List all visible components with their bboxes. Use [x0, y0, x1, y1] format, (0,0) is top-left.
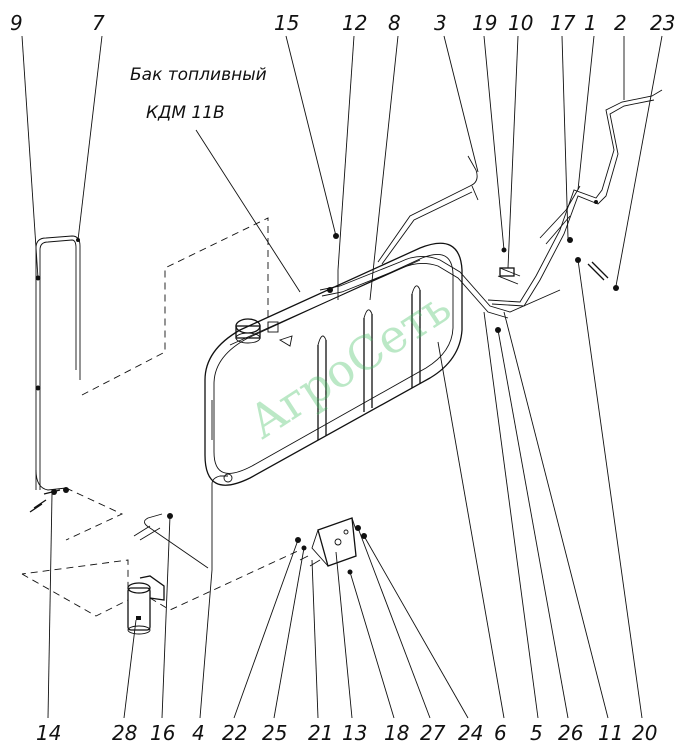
label-12: 12	[342, 11, 367, 35]
fuel-lines-right	[319, 89, 663, 333]
label-25: 25	[262, 721, 287, 745]
fuel-tank	[204, 242, 463, 486]
top-labels: 9 7 15 12 8 3 19 10 17 1 2 23	[10, 11, 675, 35]
mounting-bracket	[295, 517, 367, 575]
label-15: 15	[274, 11, 299, 35]
label-10: 10	[508, 11, 533, 35]
label-20: 20	[632, 721, 657, 745]
label-7: 7	[92, 11, 105, 35]
label-26: 26	[558, 721, 583, 745]
label-24: 24	[458, 721, 483, 745]
label-8: 8	[388, 11, 401, 35]
label-4: 4	[192, 721, 205, 745]
label-19: 19	[472, 11, 497, 35]
label-3: 3	[434, 11, 447, 35]
label-13: 13	[342, 721, 367, 745]
label-2: 2	[614, 11, 627, 35]
caption-line-1: Бак топливный	[130, 65, 267, 85]
label-18: 18	[384, 721, 409, 745]
label-11: 11	[598, 721, 623, 745]
label-21: 21	[308, 721, 333, 745]
label-9: 9	[10, 11, 23, 35]
label-14: 14	[36, 721, 61, 745]
fuel-lines-left	[29, 235, 228, 570]
label-6: 6	[494, 721, 507, 745]
label-17: 17	[550, 11, 576, 35]
bottom-labels: 14 28 16 4 22 25 21 13 18 27 24 6 5 26 1…	[36, 721, 657, 745]
label-5: 5	[530, 721, 543, 745]
label-23: 23	[650, 11, 675, 35]
label-22: 22	[222, 721, 247, 745]
fuel-filter	[127, 575, 165, 635]
leader-lines-top	[21, 35, 663, 301]
dashed-assembly-lines	[21, 217, 301, 617]
label-16: 16	[150, 721, 175, 745]
watermark: АгроСеть	[239, 279, 460, 449]
label-28: 28	[112, 721, 137, 745]
leader-lines-bottom	[47, 259, 643, 719]
label-1: 1	[584, 11, 597, 35]
caption-line-2: КДМ 11В	[146, 103, 225, 123]
label-27: 27	[420, 721, 446, 745]
